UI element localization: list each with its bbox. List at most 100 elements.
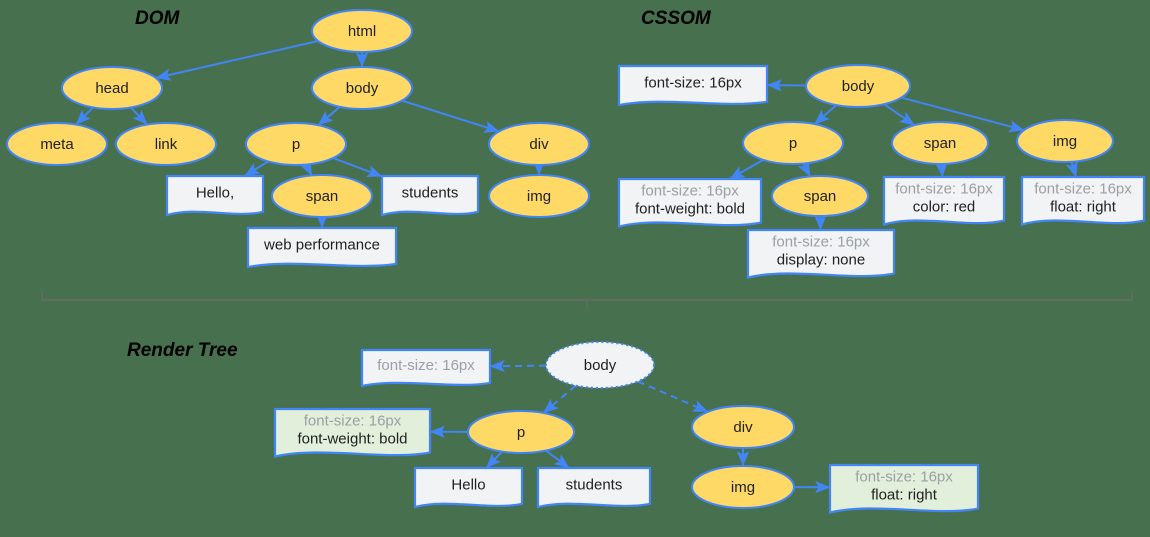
dom-edge-p-to-span — [299, 159, 313, 176]
render-tree-section-title: Render Tree — [127, 340, 238, 361]
render_tree-box-line-rb-stud-0: students — [566, 476, 623, 493]
dom-box-shape-hello — [165, 174, 265, 217]
dom-section-title: DOM — [135, 8, 181, 29]
dom-box-webperf[interactable]: web performance — [246, 226, 398, 269]
render_tree-box-shape-rb-hello — [413, 466, 524, 509]
dom-node-label-span: span — [306, 188, 339, 205]
render_tree-node-label-r-img: img — [731, 479, 755, 496]
cssom-box-shape-cb-p — [617, 177, 763, 228]
dom-box-shape-students — [380, 174, 480, 217]
cssom-node-shape-c-span — [891, 121, 989, 165]
dom-box-hello[interactable]: Hello, — [165, 174, 265, 217]
render_tree-box-line-rb-img-1: float: right — [871, 486, 938, 503]
render_tree-box-shape-rb-body — [360, 348, 492, 388]
render_tree-node-r-p[interactable]: p — [467, 410, 575, 454]
dom-node-label-link: link — [155, 136, 178, 153]
render_tree-edge-r-body-to-rb-body — [489, 359, 547, 373]
cssom-node-label-c-body: body — [842, 78, 875, 95]
render_tree-box-rb-hello[interactable]: Hello — [413, 466, 524, 509]
dom-node-shape-p — [245, 122, 347, 166]
cssom-box-line-cb-span-1: color: red — [913, 198, 976, 215]
render_tree-node-r-img[interactable]: img — [691, 465, 795, 509]
render_tree-node-r-body[interactable]: body — [545, 341, 655, 389]
dom-node-meta[interactable]: meta — [6, 122, 108, 166]
dom-node-label-body: body — [346, 80, 379, 97]
cssom-box-cb-body[interactable]: font-size: 16px — [617, 64, 769, 107]
render_tree-node-label-r-body: body — [584, 357, 617, 374]
dom-box-shape-webperf — [246, 226, 398, 269]
dom-box-line-students-0: students — [402, 184, 459, 201]
dom-node-p[interactable]: p — [245, 122, 347, 166]
cssom-node-label-c-img: img — [1053, 133, 1077, 150]
cssom-node-c-span2[interactable]: span — [771, 175, 869, 217]
dom-edge-body-to-div — [401, 99, 500, 133]
render_tree-node-r-div[interactable]: div — [691, 405, 795, 449]
cssom-node-label-c-span2: span — [804, 188, 837, 205]
render_tree-box-line-rb-p-1: font-weight: bold — [297, 430, 407, 447]
cssom-node-c-body[interactable]: body — [805, 64, 911, 108]
dom-node-html[interactable]: html — [311, 9, 413, 53]
cssom-box-shape-cb-img — [1020, 175, 1146, 226]
render_tree-box-rb-body[interactable]: font-size: 16px — [360, 348, 492, 388]
render_tree-box-line-rb-img-0: font-size: 16px — [855, 468, 953, 485]
dom-box-students[interactable]: students — [380, 174, 480, 217]
dom-box-line-hello-0: Hello, — [196, 184, 234, 201]
dom-node-head[interactable]: head — [61, 66, 163, 110]
render_tree-box-rb-stud[interactable]: students — [536, 466, 652, 509]
render_tree-box-line-rb-body-0: font-size: 16px — [377, 357, 475, 374]
cssom-box-shape-cb-body — [617, 64, 769, 107]
cssom-node-shape-c-img — [1016, 119, 1114, 163]
dom-node-label-div: div — [529, 136, 549, 153]
render_tree-box-shape-rb-p — [273, 407, 432, 458]
cssom-node-c-span[interactable]: span — [891, 121, 989, 165]
render_tree-edge-r-p-to-rb-hello — [485, 450, 503, 469]
render_tree-node-shape-r-body — [545, 341, 655, 389]
cssom-edge-c-body-to-c-span — [883, 103, 916, 127]
cssom-box-line-cb-img-0: font-size: 16px — [1034, 180, 1132, 197]
cssom-edge-c-img-to-cb-img — [1065, 161, 1078, 178]
cssom-box-line-cb-span-0: font-size: 16px — [895, 180, 993, 197]
cssom-node-shape-c-p — [742, 121, 844, 165]
dom-edge-head-to-meta — [75, 106, 94, 126]
render_tree-edge-r-body-to-r-p — [542, 384, 577, 414]
dom-edge-html-to-head — [155, 40, 319, 81]
dom-node-shape-img — [488, 174, 590, 218]
cssom-box-shape-cb-span — [882, 175, 1006, 226]
edge-layer — [75, 40, 1078, 494]
render_tree-box-line-rb-hello-0: Hello — [451, 476, 485, 493]
cssom-node-c-img[interactable]: img — [1016, 119, 1114, 163]
cssom-node-c-p[interactable]: p — [742, 121, 844, 165]
dom-node-label-p: p — [292, 136, 300, 153]
render_tree-node-shape-r-p — [467, 410, 575, 454]
render_tree-box-shape-rb-img — [828, 463, 980, 514]
dom-node-label-html: html — [348, 23, 376, 40]
section-divider — [41, 291, 1133, 309]
dom-node-img[interactable]: img — [488, 174, 590, 218]
cssom-node-shape-c-span2 — [771, 175, 869, 217]
cssom-edge-c-span-to-cb-span — [935, 161, 948, 178]
cssom-node-label-c-span: span — [924, 135, 957, 152]
dom-node-link[interactable]: link — [115, 122, 217, 166]
render_tree-box-shape-rb-stud — [536, 466, 652, 509]
cssom-box-line-cb-span2-1: display: none — [777, 251, 865, 268]
dom-edge-p-to-hello — [244, 160, 269, 177]
dom-box-line-webperf-0: web performance — [263, 236, 380, 253]
dom-node-shape-html — [311, 9, 413, 53]
cssom-box-line-cb-img-1: float: right — [1050, 198, 1117, 215]
dom-node-shape-head — [61, 66, 163, 110]
cssom-edge-c-body-to-c-img — [901, 96, 1025, 133]
dom-node-label-img: img — [527, 188, 551, 205]
dom-node-div[interactable]: div — [488, 122, 590, 166]
dom-node-body[interactable]: body — [311, 66, 413, 110]
render_tree-box-line-rb-p-0: font-size: 16px — [304, 412, 402, 429]
render_tree-node-label-r-p: p — [517, 424, 525, 441]
dom-node-span[interactable]: span — [271, 174, 373, 218]
